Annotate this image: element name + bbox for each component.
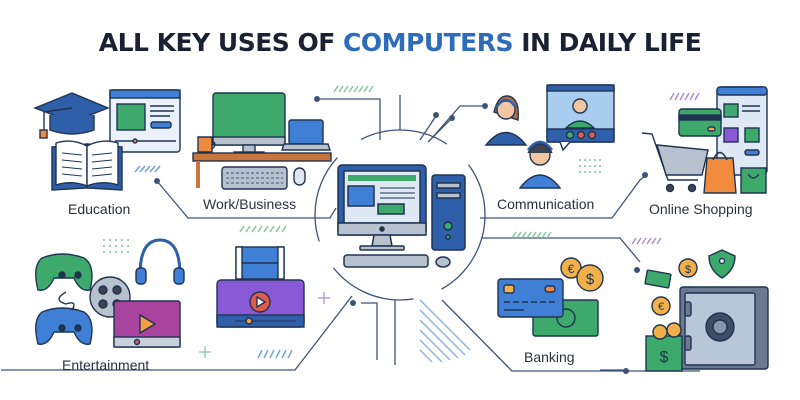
central-computer	[337, 164, 466, 268]
svg-text:$: $	[586, 271, 595, 288]
connector-dots	[154, 96, 648, 374]
svg-text:$: $	[660, 349, 669, 366]
title-text: ALL KEY USES OF	[98, 28, 344, 57]
hatch-decorations	[134, 85, 700, 363]
svg-text:€: €	[658, 301, 664, 313]
entertainment-illustration	[35, 238, 185, 348]
label-communication: Communication	[497, 196, 595, 212]
label-online-shopping: Online Shopping	[649, 201, 753, 217]
label-banking: Banking	[524, 349, 575, 365]
communication-illustration	[484, 84, 615, 189]
label-work-business: Work/Business	[203, 196, 297, 212]
media-player-illustration	[216, 246, 305, 328]
label-education: Education	[68, 201, 131, 217]
banking-illustration: $ €	[497, 257, 604, 337]
work-illustration	[192, 92, 332, 190]
svg-text:$: $	[685, 264, 691, 276]
sparkle-decorations	[199, 292, 330, 358]
title-accent: COMPUTERS	[343, 28, 514, 57]
title-text-end: IN DAILY LIFE	[513, 28, 702, 57]
label-entertainment: Entertainment	[62, 357, 150, 373]
svg-text:€: €	[568, 262, 575, 276]
education-illustration	[33, 89, 181, 191]
page-title: ALL KEY USES OF COMPUTERS IN DAILY LIFE	[0, 28, 800, 57]
security-illustration: $ $ €	[644, 249, 769, 372]
shopping-illustration	[641, 86, 768, 194]
dot-grid-decoration	[103, 159, 601, 253]
